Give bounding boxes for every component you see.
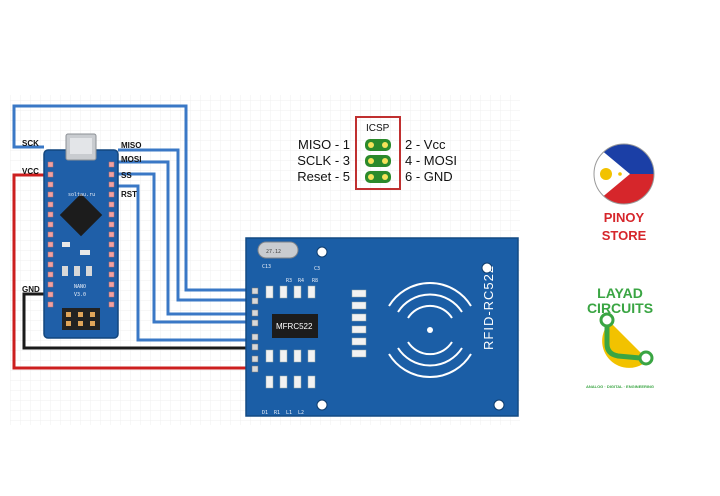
silk-l2: L2 bbox=[298, 410, 304, 416]
silk-r8: R8 bbox=[312, 278, 318, 284]
crystal-label: 27.12 bbox=[266, 249, 281, 255]
icsp-pin-5: Reset - 5 bbox=[297, 169, 350, 184]
icsp-box bbox=[355, 116, 401, 190]
wire-rst bbox=[118, 184, 258, 342]
antenna-icon bbox=[388, 281, 472, 379]
arduino-version-label: V3.0 bbox=[74, 292, 86, 298]
silk-c13: C13 bbox=[262, 264, 271, 270]
arduino-model-label: NANO bbox=[74, 284, 86, 290]
arduino-pin-labels: SCK VCC GND MISO MOSI SS RST bbox=[22, 139, 141, 294]
wire-sck bbox=[12, 104, 258, 292]
icsp-pin-2: 2 - Vcc bbox=[405, 137, 446, 152]
pinoy-store-logo: PINOY STORE bbox=[593, 143, 655, 243]
mfrc522-chip bbox=[272, 314, 318, 338]
pin-label-vcc: VCC bbox=[22, 167, 39, 176]
nano-icsp-header bbox=[62, 308, 100, 330]
icsp-title: ICSP bbox=[366, 123, 390, 134]
icsp-pin-6: 6 - GND bbox=[405, 169, 453, 184]
layad-circuits-logo: LAYAD CIRCUITS ANALOG · DIGITAL · ENGINE… bbox=[586, 285, 654, 389]
pin-label-gnd: GND bbox=[22, 285, 40, 294]
mount-hole bbox=[316, 246, 328, 258]
silk-r1: R1 bbox=[274, 410, 280, 416]
silk-r4: R4 bbox=[298, 278, 304, 284]
silk-l1: L1 bbox=[286, 410, 292, 416]
layad-line2: CIRCUITS bbox=[587, 300, 653, 316]
icsp-pin-1: MISO - 1 bbox=[298, 137, 350, 152]
pin-label-ss: SS bbox=[121, 171, 132, 180]
circuit-trace-icon bbox=[599, 312, 654, 368]
pin-label-miso: MISO bbox=[121, 141, 141, 150]
icsp-pins bbox=[365, 139, 391, 183]
layad-line1: LAYAD bbox=[597, 285, 643, 301]
pinoy-store-line1: PINOY bbox=[604, 210, 645, 225]
wire-ss bbox=[118, 172, 258, 324]
pinoy-store-line2: STORE bbox=[602, 228, 647, 243]
silk-d1: D1 bbox=[262, 410, 268, 416]
icsp-pinout: ICSP MISO - 1 SCLK - 3 Reset - 5 2 - Vcc… bbox=[297, 116, 457, 190]
icsp-pin-3: SCLK - 3 bbox=[297, 153, 350, 168]
silk-r3: R3 bbox=[286, 278, 292, 284]
crystal bbox=[257, 241, 299, 259]
pin-label-sck: SCK bbox=[22, 139, 39, 148]
mount-hole bbox=[316, 399, 328, 411]
silk-c3: C3 bbox=[314, 266, 320, 272]
icsp-pin-4: 4 - MOSI bbox=[405, 153, 457, 168]
mfrc522-chip-label: MFRC522 bbox=[276, 322, 313, 331]
rfid-header-pins bbox=[251, 287, 259, 373]
pin-label-mosi: MOSI bbox=[121, 155, 141, 164]
rfid-module-name: RFID-RC522 bbox=[481, 265, 496, 350]
arduino-site-label: soltau.ru bbox=[68, 192, 95, 198]
layad-tagline: ANALOG · DIGITAL · ENGINEERING bbox=[586, 384, 654, 389]
mount-hole bbox=[481, 262, 493, 274]
wire-miso bbox=[118, 148, 258, 302]
wire-vcc bbox=[12, 173, 258, 370]
wire-mosi bbox=[118, 160, 258, 316]
rfid-rc522-module: 27.12 C13 R3 R4 R8 C3 MFRC522 bbox=[245, 237, 519, 417]
wire-gnd bbox=[22, 292, 258, 350]
mount-hole bbox=[493, 399, 505, 411]
arduino-nano-board: soltau.ru NANO V3.0 bbox=[43, 133, 119, 339]
microcontroller-chip bbox=[59, 193, 103, 237]
wires bbox=[12, 104, 258, 370]
pin-label-rst: RST bbox=[121, 190, 137, 199]
